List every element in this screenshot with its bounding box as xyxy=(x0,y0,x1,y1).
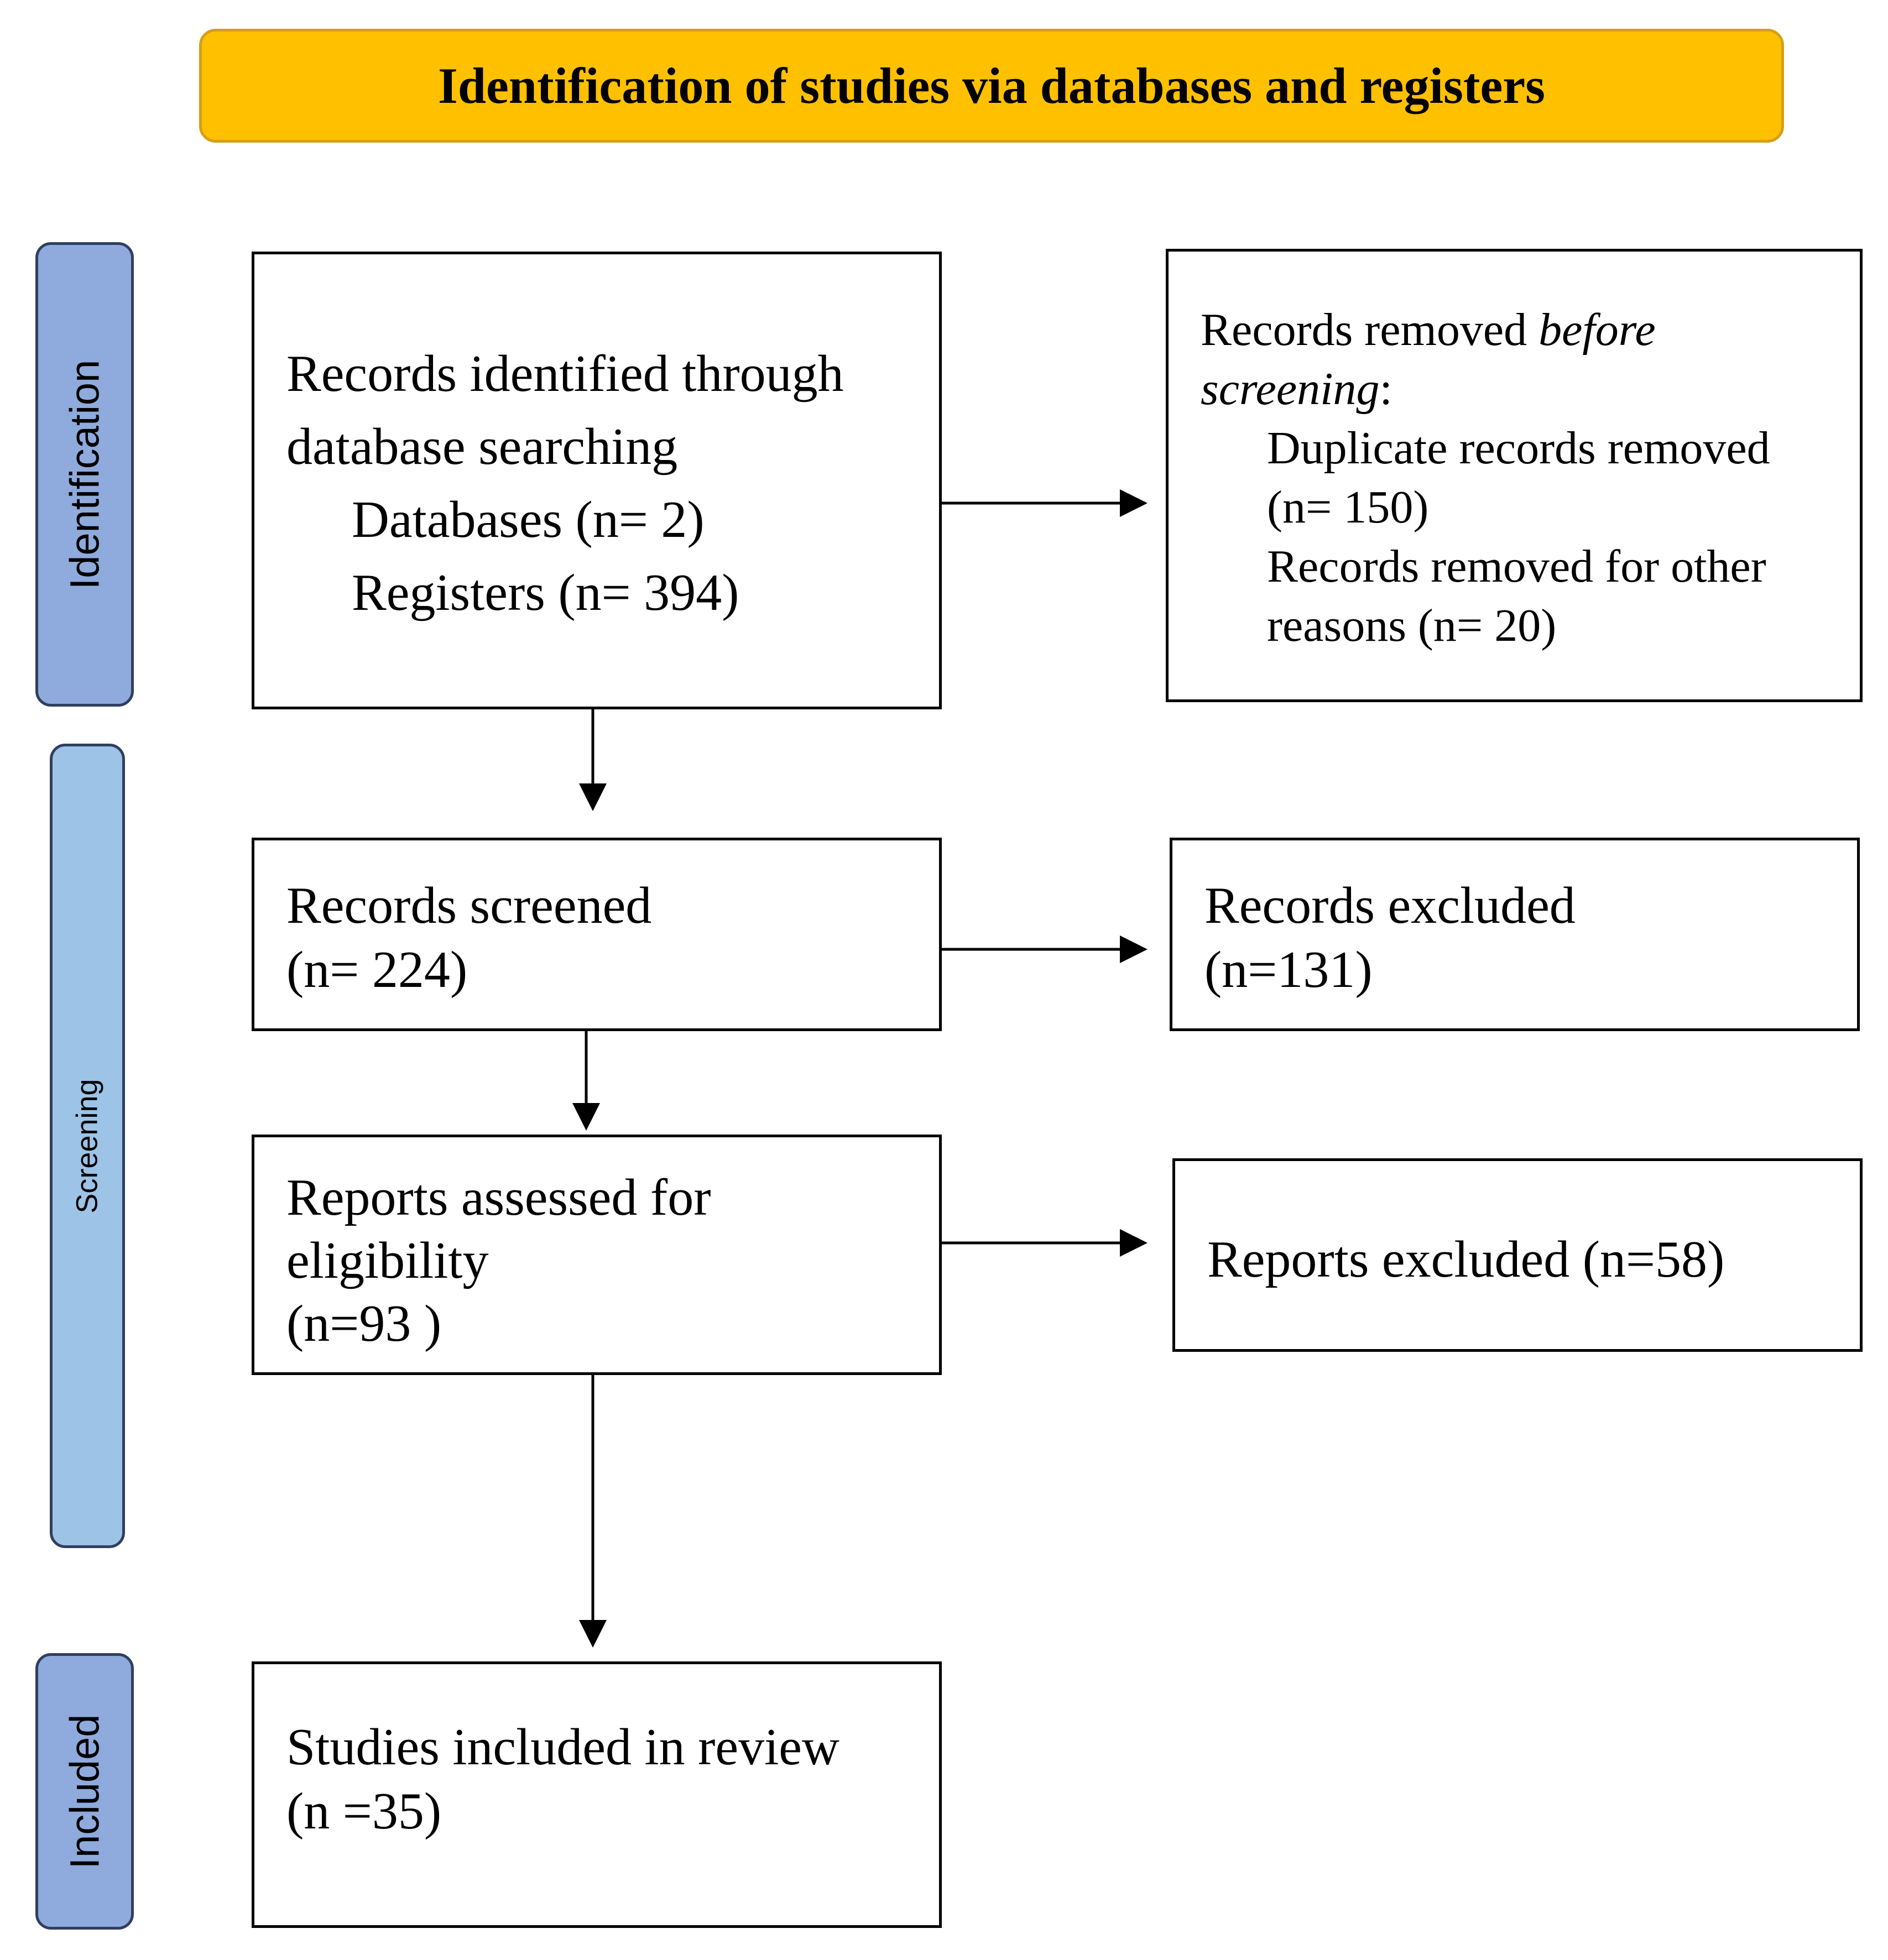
removed-heading-line2: screening: xyxy=(1201,363,1392,415)
assessed-line3: (n=93 ) xyxy=(286,1295,442,1352)
phase-identification: Identification xyxy=(35,242,134,707)
included-line2: (n =35) xyxy=(286,1783,442,1840)
header-title: Identification of studies via databases … xyxy=(438,58,1545,114)
excluded-line2: (n=131) xyxy=(1204,941,1373,999)
identified-line2: database searching xyxy=(286,418,678,475)
phase-included: Included xyxy=(35,1653,134,1930)
box-reports-excluded: Reports excluded (n=58) xyxy=(1172,1158,1863,1352)
assessed-line1: Reports assessed for xyxy=(286,1169,711,1226)
box-records-removed: Records removed before screening: Duplic… xyxy=(1166,249,1863,702)
removed-heading-line1: Records removed before xyxy=(1201,304,1656,356)
removed-duplicates-line1: Duplicate records removed xyxy=(1267,422,1770,474)
included-line1: Studies included in review xyxy=(286,1718,839,1776)
assessed-line2: eligibility xyxy=(286,1232,489,1289)
box-records-excluded: Records excluded (n=131) xyxy=(1170,838,1860,1031)
reports-excluded-line1: Reports excluded (n=58) xyxy=(1207,1231,1725,1288)
removed-other-line2: reasons (n= 20) xyxy=(1267,600,1557,651)
box-studies-included: Studies included in review (n =35) xyxy=(252,1661,942,1928)
identified-registers: Registers (n= 394) xyxy=(352,564,739,621)
box-records-screened: Records screened (n= 224) xyxy=(252,838,942,1031)
identified-databases: Databases (n= 2) xyxy=(352,491,705,548)
removed-duplicates-line2: (n= 150) xyxy=(1267,482,1429,533)
screened-line1: Records screened xyxy=(286,877,652,934)
identified-line1: Records identified through xyxy=(286,345,844,403)
box-reports-assessed: Reports assessed for eligibility (n=93 ) xyxy=(252,1135,942,1375)
excluded-line1: Records excluded xyxy=(1204,877,1576,934)
screened-line2: (n= 224) xyxy=(286,941,468,999)
phase-header: Identification of studies via databases … xyxy=(199,29,1784,143)
box-records-identified: Records identified through database sear… xyxy=(252,252,942,709)
removed-other-line1: Records removed for other xyxy=(1267,541,1766,592)
phase-screening: Screening xyxy=(50,744,125,1548)
